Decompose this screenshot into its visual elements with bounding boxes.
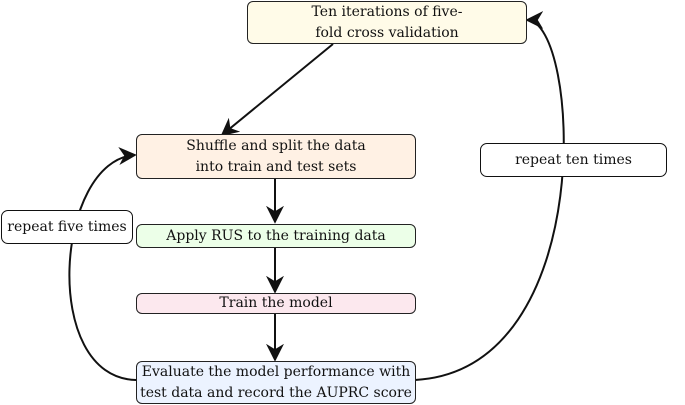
node-shuffle-split: Shuffle and split the data into train an… bbox=[136, 134, 416, 179]
node-evaluate: Evaluate the model performance with test… bbox=[136, 361, 416, 404]
loop-arrow-inner bbox=[68, 147, 137, 381]
loop-arrow-outer bbox=[414, 11, 565, 381]
label-repeat-ten-times: repeat ten times bbox=[480, 143, 667, 177]
node-train-model: Train the model bbox=[136, 293, 416, 314]
arrow-iterations-to-shuffle bbox=[220, 43, 334, 137]
node-iterations: Ten iterations of five- fold cross valid… bbox=[247, 1, 527, 44]
node-apply-rus: Apply RUS to the training data bbox=[136, 224, 416, 248]
label-repeat-five-times: repeat five times bbox=[1, 210, 133, 244]
